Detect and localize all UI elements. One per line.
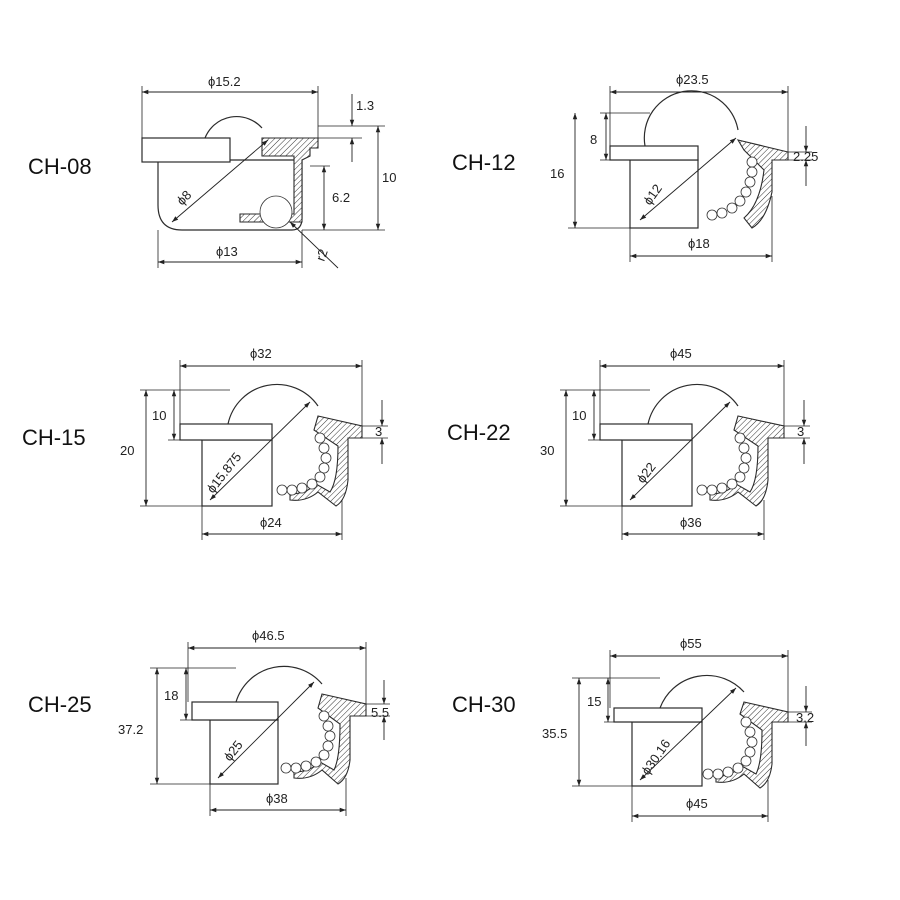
- model-label: CH-15: [22, 425, 86, 450]
- dim-top-h: 18: [164, 688, 178, 703]
- hatched-shell: [239, 137, 319, 223]
- ball-row: [706, 156, 758, 221]
- dim-top-dia: ϕ23.5: [676, 72, 709, 87]
- dim-flange-t: 2.25: [793, 149, 818, 164]
- model-label: CH-25: [28, 692, 92, 717]
- model-label: CH-30: [452, 692, 516, 717]
- dim-inner-h: 6.2: [332, 190, 350, 205]
- dim-bottom-dia: ϕ36: [680, 515, 702, 530]
- dim-bottom-dia: ϕ45: [686, 796, 708, 811]
- unit-ch-12: CH-12 ϕ23.5 8: [452, 72, 818, 262]
- ch-25-drawing: ϕ46.5 18 37.2 5.5 ϕ25 ϕ38: [118, 628, 390, 816]
- top-plate: [613, 707, 703, 723]
- ball-outline: [643, 90, 739, 147]
- model-label: CH-12: [452, 150, 516, 175]
- ball-row: [280, 710, 336, 774]
- top-plate: [609, 145, 699, 161]
- dim-top-h: 8: [590, 132, 597, 147]
- unit-ch-22: CH-22 ϕ45 10: [447, 346, 810, 540]
- top-plate: [141, 137, 231, 163]
- dim-height: 20: [120, 443, 134, 458]
- ball-outline: [227, 383, 319, 425]
- dim-flange-t: 3.2: [796, 710, 814, 725]
- top-plate: [191, 701, 279, 721]
- unit-ch-08: CH-08 ϕ15.2 1.3 10: [28, 74, 396, 269]
- dim-bottom-dia: ϕ13: [216, 244, 238, 259]
- dim-top-dia: ϕ32: [250, 346, 272, 361]
- top-plate: [179, 423, 273, 441]
- dim-top-dia: ϕ46.5: [252, 628, 285, 643]
- dim-bottom-dia: ϕ38: [266, 791, 288, 806]
- hatched-shell: [289, 415, 363, 507]
- ball-row: [696, 432, 752, 496]
- unit-ch-30: CH-30 ϕ55 15: [452, 636, 814, 822]
- ball-outline: [647, 383, 739, 425]
- ch-30-drawing: ϕ55 15 35.5 3.2 ϕ30.16 ϕ45: [542, 636, 814, 822]
- ch-22-drawing: ϕ45 10 30 3 ϕ22 ϕ36: [540, 346, 810, 540]
- dim-bottom-dia: ϕ24: [260, 515, 282, 530]
- ball-outline: [204, 116, 263, 139]
- ch-08-drawing: ϕ15.2 1.3 10 6.2 ϕ8 ϕ13 r2: [141, 74, 396, 269]
- dim-radius: r2: [313, 247, 331, 263]
- ch-12-drawing: ϕ23.5 8 16 2.25 ϕ12 ϕ18: [550, 72, 818, 262]
- dim-flange-t: 3: [375, 424, 382, 439]
- dim-top-h: 10: [572, 408, 586, 423]
- ball-outline: [235, 665, 323, 703]
- hatched-shell: [715, 701, 789, 789]
- dim-height: 30: [540, 443, 554, 458]
- dim-height: 16: [550, 166, 564, 181]
- dim-flange-t: 3: [797, 424, 804, 439]
- unit-ch-25: CH-25 ϕ46.5 18: [28, 628, 390, 816]
- model-label: CH-08: [28, 154, 92, 179]
- hatched-shell: [709, 415, 785, 507]
- dim-top-h: 10: [152, 408, 166, 423]
- dim-flange-t: 5.5: [371, 705, 389, 720]
- ball-row: [276, 432, 332, 496]
- dim-bottom-dia: ϕ18: [688, 236, 710, 251]
- model-label: CH-22: [447, 420, 511, 445]
- dim-top-dia: ϕ45: [670, 346, 692, 361]
- dim-top-dia: ϕ15.2: [208, 74, 241, 89]
- dim-height: 35.5: [542, 726, 567, 741]
- dim-top-h: 15: [587, 694, 601, 709]
- top-plate: [599, 423, 693, 441]
- dim-flange-t: 1.3: [356, 98, 374, 113]
- unit-ch-15: CH-15 ϕ32 10: [22, 346, 388, 540]
- dim-top-dia: ϕ55: [680, 636, 702, 651]
- hatched-shell: [736, 139, 789, 229]
- dim-height: 37.2: [118, 722, 143, 737]
- housing-body: [629, 159, 699, 229]
- dim-height: 10: [382, 170, 396, 185]
- ch-15-drawing: ϕ32 10 20 3 ϕ15.875 ϕ24: [120, 346, 388, 540]
- ball-outline: [659, 674, 745, 709]
- hatched-shell: [293, 693, 367, 785]
- support-ball: [259, 195, 293, 229]
